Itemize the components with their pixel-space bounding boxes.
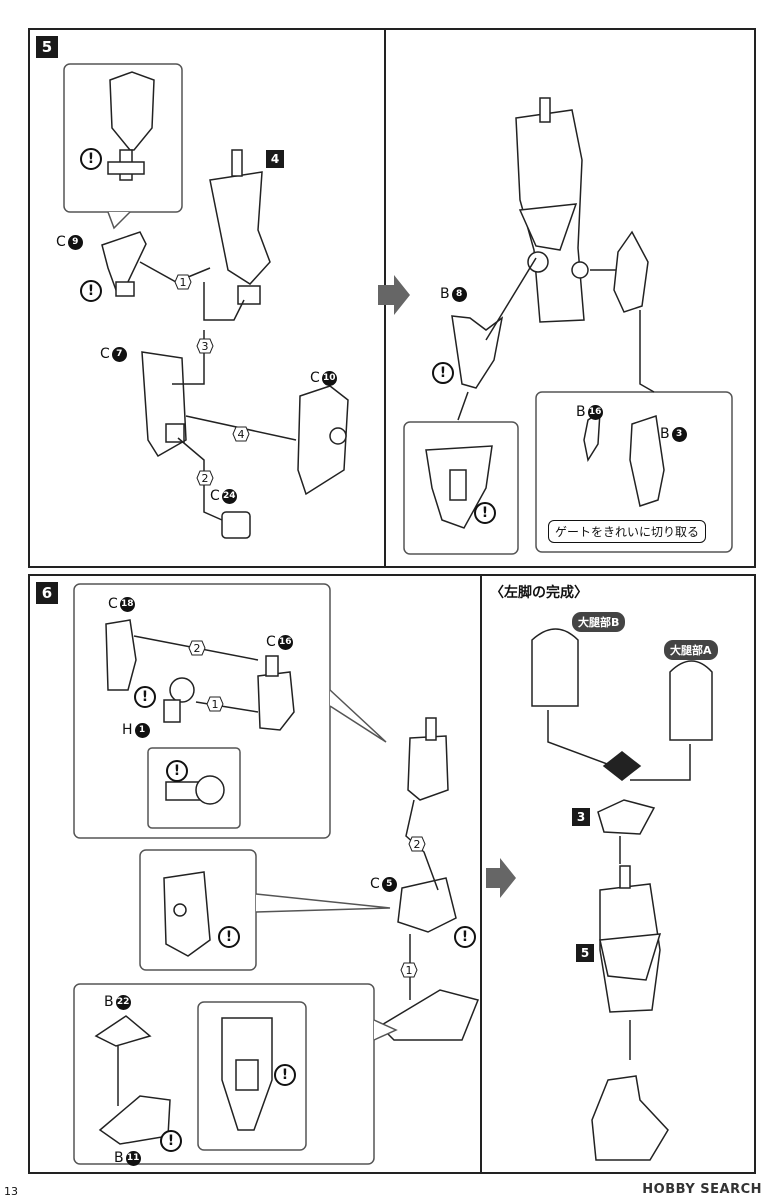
sprue-letter: B [440,286,450,302]
thigh-a-label: 大腿部A [664,640,718,660]
warning-icon: ! [80,148,102,170]
part-number: 9 [67,234,83,250]
sprue-letter: C [210,488,220,504]
order-marker-1: 1 [400,962,418,978]
watermark-logo: HOBBY SEARCH [642,1182,762,1197]
part-label-c18: C 18 [108,596,135,612]
warning-icon: ! [474,502,496,524]
warning-icon: ! [274,1064,296,1086]
part-label-c24: C 24 [210,488,237,504]
part-label-b11: B 11 [114,1150,141,1166]
sprue-letter: C [100,346,110,362]
part-label-c10: C 10 [310,370,337,386]
part-number: 8 [451,286,467,302]
part-number: 10 [321,370,337,386]
warning-icon: ! [454,926,476,948]
part-number: 22 [115,994,131,1010]
warning-icon: ! [160,1130,182,1152]
part-number: 24 [221,488,237,504]
sprue-letter: C [370,876,380,892]
gate-trim-note: ゲートをきれいに切り取る [548,520,707,543]
order-marker-2: 2 [188,640,206,656]
order-marker-3: 3 [196,338,214,354]
part-label-b16: B 16 [576,404,603,420]
order-marker-1: 1 [206,696,224,712]
order-marker-2: 2 [408,836,426,852]
warning-icon: ! [432,362,454,384]
sprue-letter: H [122,722,133,738]
sprue-letter: B [576,404,586,420]
part-number: 16 [277,634,293,650]
part-label-h1: H 1 [122,722,150,738]
leg-completion-title: 〈左脚の完成〉 [490,585,588,601]
warning-icon: ! [134,686,156,708]
part-number: 16 [587,404,603,420]
part-number: 3 [671,426,687,442]
warning-icon: ! [80,280,102,302]
sprue-letter: C [108,596,118,612]
page-number: 13 [4,1185,18,1198]
sprue-letter: B [104,994,114,1010]
step-ref-3: 3 [572,808,590,826]
step6-frame [28,574,756,1174]
part-number: 1 [134,722,150,738]
part-number: 7 [111,346,127,362]
step6-number: 6 [36,582,58,604]
part-label-b8: B 8 [440,286,467,302]
part-number: 18 [119,596,135,612]
part-number: 11 [125,1150,141,1166]
part-label-b22: B 22 [104,994,131,1010]
sprue-letter: C [266,634,276,650]
sprue-letter: B [660,426,670,442]
part-label-c7: C 7 [100,346,127,362]
order-marker-4: 4 [232,426,250,442]
part-label-c9: C 9 [56,234,83,250]
thigh-b-label: 大腿部B [572,612,626,632]
order-marker-1: 1 [174,274,192,290]
warning-icon: ! [166,760,188,782]
sub-step-badge-4: 4 [266,150,284,168]
part-number: 5 [381,876,397,892]
sprue-letter: C [56,234,66,250]
order-marker-2: 2 [196,470,214,486]
step6-divider [480,574,482,1174]
part-label-b3: B 3 [660,426,687,442]
warning-icon: ! [218,926,240,948]
step5-number: 5 [36,36,58,58]
part-label-c5: C 5 [370,876,397,892]
step5-frame [28,28,756,568]
sprue-letter: C [310,370,320,386]
step-ref-5: 5 [576,944,594,962]
sprue-letter: B [114,1150,124,1166]
part-label-c16: C 16 [266,634,293,650]
